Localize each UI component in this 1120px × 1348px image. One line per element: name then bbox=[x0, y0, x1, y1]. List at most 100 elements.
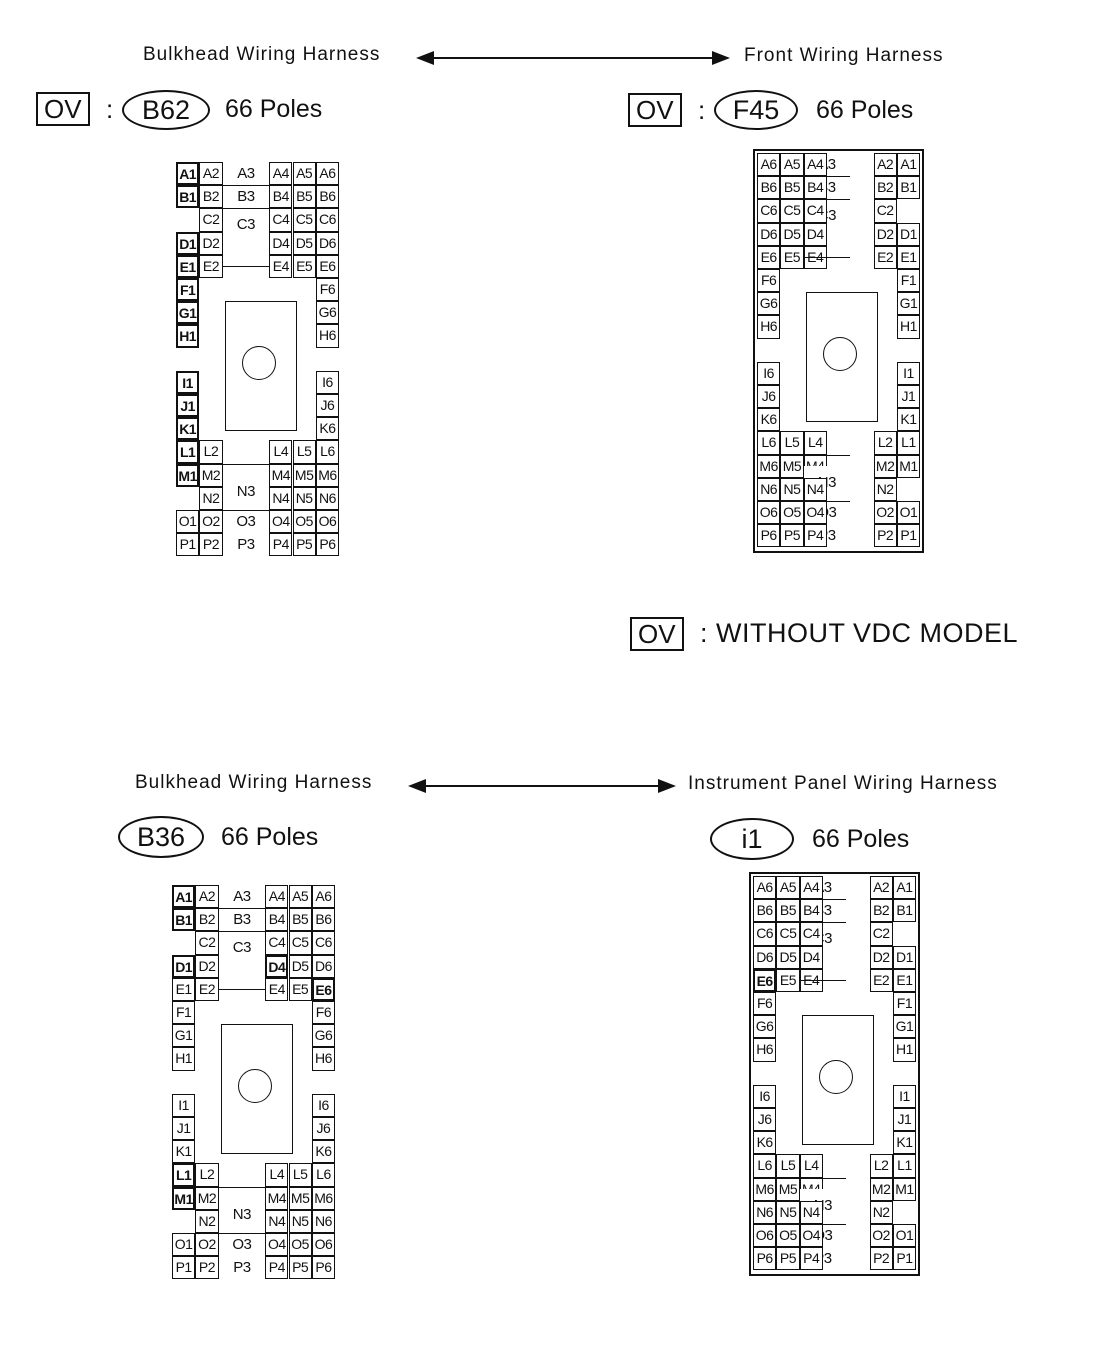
terminal-P1: P1 bbox=[172, 1256, 196, 1280]
terminal-L1: L1 bbox=[892, 1154, 917, 1178]
terminal-D1: D1 bbox=[176, 231, 200, 255]
terminal-J1: J1 bbox=[892, 1108, 917, 1132]
terminal-N5: N5 bbox=[292, 486, 316, 510]
terminal-O1: O1 bbox=[176, 510, 200, 534]
terminal-C3: C3 bbox=[218, 931, 266, 967]
without-vdc-note: : WITHOUT VDC MODEL bbox=[700, 618, 1019, 648]
terminal-O2: O2 bbox=[199, 510, 223, 534]
terminal-L4: L4 bbox=[803, 431, 827, 455]
terminal-L6: L6 bbox=[757, 431, 781, 455]
terminal-C6: C6 bbox=[757, 199, 781, 223]
terminal-A6: A6 bbox=[315, 162, 340, 186]
poles-b36: 66 Poles bbox=[221, 823, 319, 851]
terminal-K6: K6 bbox=[311, 1140, 336, 1164]
center-bolt-circle bbox=[237, 1068, 272, 1103]
terminal-L4: L4 bbox=[799, 1154, 823, 1178]
terminal-G6: G6 bbox=[315, 301, 340, 325]
terminal-L5: L5 bbox=[288, 1163, 312, 1187]
terminal-H1: H1 bbox=[892, 1038, 917, 1062]
terminal-C5: C5 bbox=[776, 922, 800, 946]
terminal-D4: D4 bbox=[269, 231, 293, 255]
terminal-N3: N3 bbox=[218, 1198, 266, 1233]
poles-b62: 66 Poles bbox=[225, 95, 323, 123]
terminal-A1: A1 bbox=[172, 885, 196, 909]
terminal-D4: D4 bbox=[803, 222, 827, 246]
terminal-B2: B2 bbox=[869, 899, 893, 923]
terminal-M5: M5 bbox=[776, 1177, 800, 1201]
ov-code-box-b62: OV bbox=[36, 92, 90, 126]
terminal-M5: M5 bbox=[780, 454, 804, 478]
terminal-I1: I1 bbox=[176, 370, 200, 394]
terminal-O3: O3 bbox=[218, 1233, 266, 1257]
terminal-B2: B2 bbox=[873, 176, 897, 200]
terminal-C6: C6 bbox=[311, 931, 336, 955]
terminal-O1: O1 bbox=[892, 1224, 917, 1248]
terminal-A1: A1 bbox=[896, 153, 921, 177]
center-latch-rect bbox=[805, 292, 878, 422]
terminal-P5: P5 bbox=[288, 1256, 312, 1280]
terminal-L2: L2 bbox=[873, 431, 897, 455]
terminal-O2: O2 bbox=[869, 1224, 893, 1248]
terminal-I1: I1 bbox=[892, 1084, 917, 1108]
terminal-C4: C4 bbox=[265, 931, 289, 955]
terminal-K1: K1 bbox=[172, 1140, 196, 1164]
terminal-I6: I6 bbox=[311, 1093, 336, 1117]
terminal-I1: I1 bbox=[896, 361, 921, 385]
center-divider bbox=[222, 266, 270, 268]
terminal-L5: L5 bbox=[292, 440, 316, 464]
terminal-F6: F6 bbox=[311, 1001, 336, 1025]
terminal-A2: A2 bbox=[873, 153, 897, 177]
terminal-N4: N4 bbox=[799, 1200, 823, 1224]
terminal-A4: A4 bbox=[269, 162, 293, 186]
terminal-O2: O2 bbox=[195, 1233, 219, 1257]
terminal-A5: A5 bbox=[780, 153, 804, 177]
terminal-N2: N2 bbox=[199, 486, 223, 510]
center-divider bbox=[222, 185, 270, 187]
terminal-B3: B3 bbox=[218, 908, 266, 932]
terminal-D4: D4 bbox=[265, 954, 289, 978]
terminal-H6: H6 bbox=[753, 1038, 777, 1062]
terminal-N5: N5 bbox=[288, 1209, 312, 1233]
terminal-O4: O4 bbox=[269, 510, 293, 534]
terminal-E1: E1 bbox=[892, 968, 917, 992]
terminal-C4: C4 bbox=[269, 208, 293, 232]
terminal-L6: L6 bbox=[315, 440, 340, 464]
terminal-D1: D1 bbox=[172, 954, 196, 978]
terminal-A6: A6 bbox=[757, 153, 781, 177]
center-divider bbox=[222, 463, 270, 465]
terminal-O1: O1 bbox=[172, 1233, 196, 1257]
terminal-N2: N2 bbox=[869, 1200, 893, 1224]
terminal-P4: P4 bbox=[269, 533, 293, 557]
terminal-M2: M2 bbox=[199, 463, 223, 487]
terminal-D4: D4 bbox=[799, 945, 823, 969]
right-harness-label-bottom: Instrument Panel Wiring Harness bbox=[688, 773, 998, 794]
connector-frame bbox=[749, 872, 921, 1277]
terminal-N4: N4 bbox=[265, 1209, 289, 1233]
terminal-C6: C6 bbox=[753, 922, 777, 946]
terminal-M1: M1 bbox=[172, 1186, 196, 1210]
terminal-J6: J6 bbox=[753, 1108, 777, 1132]
terminal-N5: N5 bbox=[780, 477, 804, 501]
terminal-D6: D6 bbox=[753, 945, 777, 969]
terminal-K1: K1 bbox=[176, 417, 200, 441]
terminal-H6: H6 bbox=[311, 1047, 336, 1071]
terminal-M1: M1 bbox=[892, 1177, 917, 1201]
terminal-M1: M1 bbox=[896, 454, 921, 478]
terminal-J6: J6 bbox=[757, 385, 781, 409]
terminal-C2: C2 bbox=[199, 208, 223, 232]
terminal-D5: D5 bbox=[292, 231, 316, 255]
terminal-H1: H1 bbox=[176, 324, 200, 348]
terminal-D5: D5 bbox=[288, 954, 312, 978]
terminal-P2: P2 bbox=[199, 533, 223, 557]
center-divider bbox=[803, 199, 851, 201]
terminal-P6: P6 bbox=[753, 1247, 777, 1271]
terminal-E2: E2 bbox=[869, 968, 893, 992]
terminal-C2: C2 bbox=[195, 931, 219, 955]
connector-i1-id: i1 bbox=[710, 818, 794, 860]
terminal-P5: P5 bbox=[776, 1247, 800, 1271]
terminal-B4: B4 bbox=[803, 176, 827, 200]
center-bolt-circle bbox=[818, 1059, 853, 1094]
terminal-B3: B3 bbox=[222, 185, 270, 209]
terminal-O1: O1 bbox=[896, 501, 921, 525]
harness-arrow-bottom bbox=[408, 779, 676, 793]
